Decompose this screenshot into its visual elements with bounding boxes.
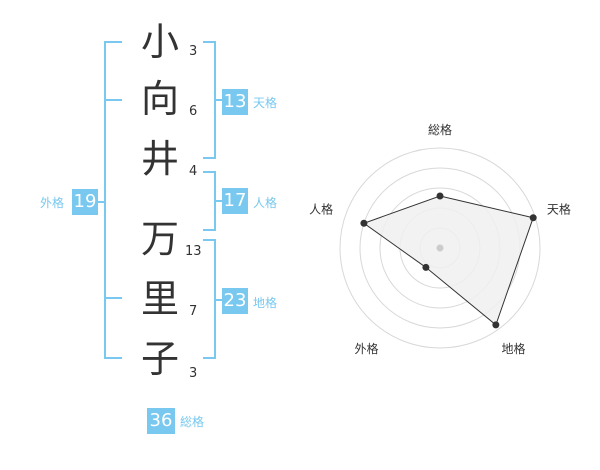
radar-center <box>436 244 444 252</box>
radar-point-2 <box>529 214 537 222</box>
radar-area <box>362 195 534 326</box>
radar-axis-label-5: 人格 <box>309 201 333 216</box>
name-char-5: 里 <box>140 277 179 321</box>
radar-axis-label-3: 地格 <box>501 341 525 356</box>
name-char-6: 子 <box>140 337 179 381</box>
jinkaku-value: 17 <box>222 188 248 214</box>
soukaku-label: 総格 <box>180 415 205 429</box>
chikaku-label: 地格 <box>253 296 278 310</box>
tenkaku-value: 13 <box>222 89 248 115</box>
stroke-count-1: 3 <box>189 44 198 59</box>
radar-axis-label-4: 外格 <box>355 341 379 356</box>
gaikaku-bracket <box>104 41 122 359</box>
jinkaku-label: 人格 <box>253 196 278 210</box>
radar-point-3 <box>492 321 500 329</box>
name-char-3: 井 <box>140 137 179 181</box>
stroke-count-2: 6 <box>189 104 198 119</box>
gaikaku-value: 19 <box>72 189 98 215</box>
stroke-count-6: 3 <box>189 366 198 381</box>
name-char-4: 万 <box>140 217 179 261</box>
chikaku-value: 23 <box>222 288 248 314</box>
radar-point-4 <box>422 263 430 271</box>
radar-axis-label-1: 総格 <box>428 122 452 137</box>
radar-point-5 <box>360 219 368 227</box>
stroke-count-5: 7 <box>189 304 198 319</box>
tenkaku-label: 天格 <box>253 96 278 110</box>
gaikaku-label: 外格 <box>40 196 65 210</box>
radar-axis-label-2: 天格 <box>547 201 571 216</box>
stroke-count-3: 4 <box>189 164 198 179</box>
name-char-2: 向 <box>140 77 179 121</box>
stroke-count-4: 13 <box>185 244 202 259</box>
radar-ring-5 <box>339 147 541 349</box>
name-char-1: 小 <box>140 20 179 64</box>
soukaku-value: 36 <box>147 408 175 434</box>
radar-point-1 <box>436 192 444 200</box>
